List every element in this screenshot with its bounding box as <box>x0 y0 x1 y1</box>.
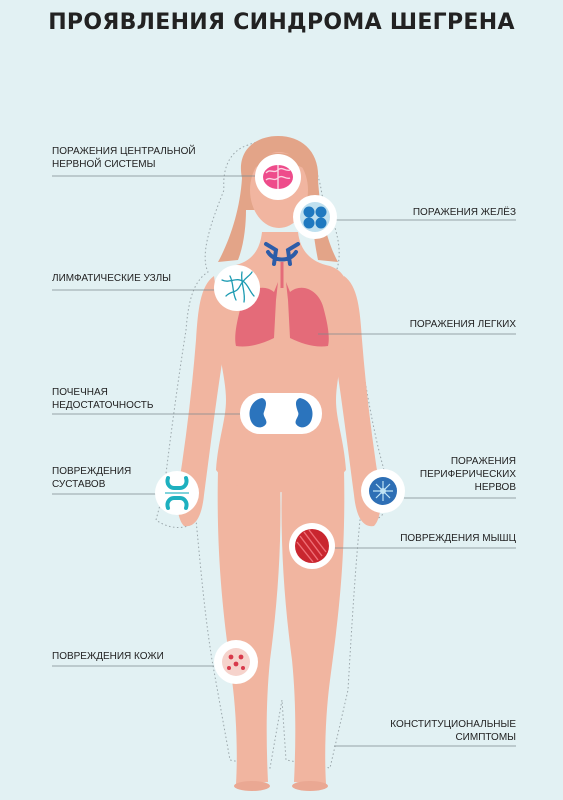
brain-icon <box>255 154 301 200</box>
label-skin: ПОВРЕЖДЕНИЯ КОЖИ <box>52 651 164 662</box>
left-leg <box>217 470 281 784</box>
gland-cells-icon <box>293 195 337 239</box>
joint-icon <box>155 471 199 515</box>
label-lungs: ПОРАЖЕНИЯ ЛЕГКИХ <box>409 319 516 330</box>
label-cns: ПОРАЖЕНИЯ ЦЕНТРАЛЬНОЙ НЕРВНОЙ СИСТЕМЫ <box>52 146 196 170</box>
label-joints: ПОВРЕЖДЕНИЯ СУСТАВОВ <box>52 466 132 490</box>
lungs <box>235 282 329 347</box>
left-arm <box>177 276 224 527</box>
label-muscles: ПОВРЕЖДЕНИЯ МЫШЦ <box>400 533 516 544</box>
lymph-node-icon <box>214 265 260 311</box>
nerve-cell-icon <box>361 469 405 513</box>
skin-rash-icon <box>214 640 258 684</box>
body-outline <box>155 139 390 769</box>
right-foot <box>292 781 328 791</box>
thyroid <box>264 242 300 266</box>
label-lymph: ЛИМФАТИЧЕСКИЕ УЗЛЫ <box>52 273 172 284</box>
label-kidney: ПОЧЕЧНАЯ НЕДОСТАТОЧНОСТЬ <box>52 387 154 411</box>
label-glands: ПОРАЖЕНИЯ ЖЕЛЁЗ <box>412 207 516 218</box>
kidneys-icon <box>240 393 322 434</box>
page-title: ПРОЯВЛЕНИЯ СИНДРОМА ШЕГРЕНА <box>48 10 515 35</box>
leader-lines <box>52 175 516 747</box>
label-constitutional: КОНСТИТУЦИОНАЛЬНЫЕ СИМПТОМЫ <box>390 719 516 743</box>
label-nerves: ПОРАЖЕНИЯ ПЕРИФЕРИЧЕСКИХ НЕРВОВ <box>419 456 516 493</box>
muscle-fiber-icon <box>289 523 335 569</box>
right-leg <box>281 470 345 784</box>
left-foot <box>234 781 270 791</box>
right-arm <box>334 276 381 527</box>
